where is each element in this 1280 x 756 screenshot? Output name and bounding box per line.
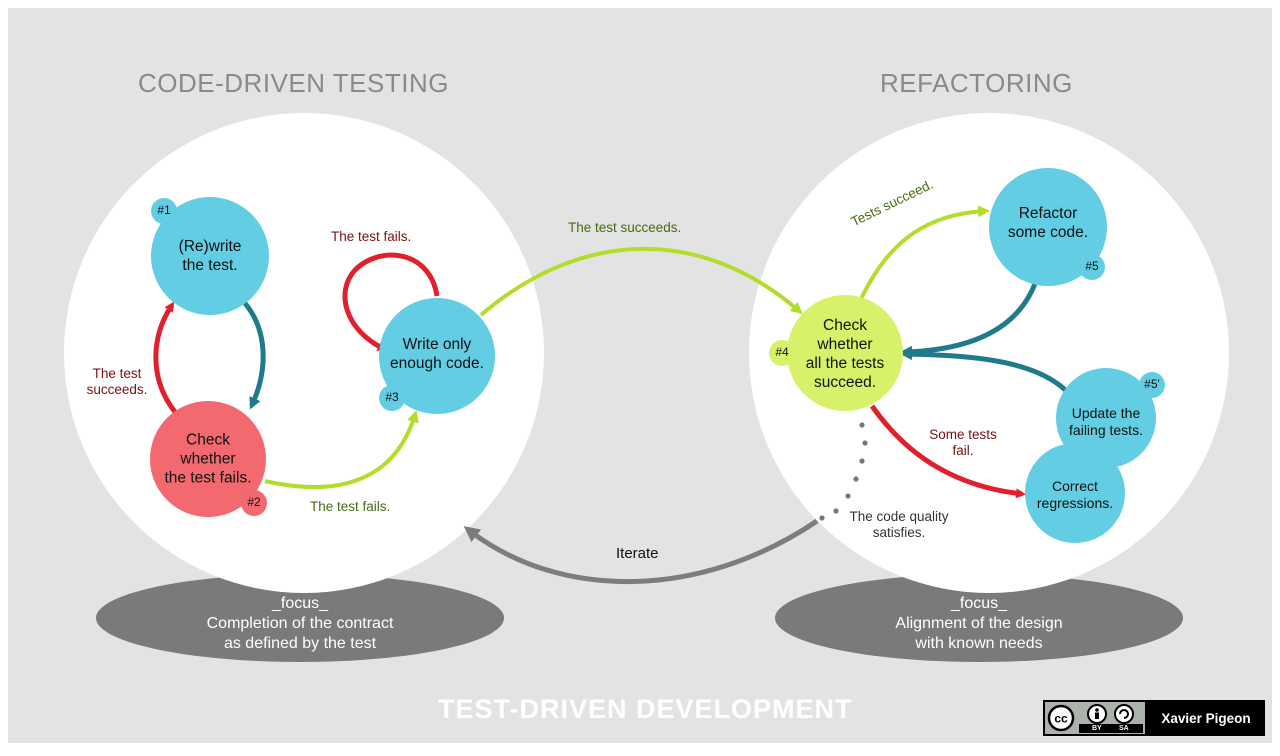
refactor-to-check-arrow — [900, 277, 1040, 358]
test-fails-bottom-label: The test fails. — [310, 499, 391, 514]
correct-node — [1025, 443, 1125, 543]
main-title: TEST-DRIVEN DEVELOPMENT — [438, 694, 853, 724]
refactor-node — [989, 168, 1107, 286]
test-fails-bottom-arrow — [264, 410, 419, 489]
test-fails-loop-label: The test fails. — [331, 229, 412, 244]
rewrite-badge — [151, 198, 177, 224]
update-to-check-arrow — [900, 348, 1072, 397]
update-tests-node — [1056, 368, 1156, 468]
check-fails-node — [150, 401, 266, 517]
cc-icon-glyphs: cc — [1047, 704, 1143, 733]
rewrite-badge-text: #1 — [157, 203, 171, 218]
code-driven-testing-title: CODE-DRIVEN TESTING — [138, 68, 449, 98]
license-badge: cc BY SA Xavier Pigeon — [1043, 700, 1265, 736]
rewrite-test-node — [151, 197, 269, 315]
update-tests-badge-text: #5' — [1144, 377, 1160, 392]
rewrite-to-check-arrow — [242, 300, 266, 410]
focus-ellipse-right — [775, 574, 1183, 662]
check-all-badge-text: #4 — [775, 345, 789, 360]
license-sa-text: SA — [1119, 725, 1129, 732]
some-tests-fail-arrow — [869, 404, 1026, 499]
check-all-badge — [769, 340, 795, 366]
svg-text:cc: cc — [1054, 712, 1068, 726]
test-succeeds-top-arrow — [479, 246, 803, 317]
tests-succeed-arrow — [859, 205, 990, 300]
check-fails-badge-text: #2 — [247, 495, 261, 510]
write-code-badge-text: #3 — [385, 390, 399, 405]
refactoring-title: REFACTORING — [880, 68, 1073, 98]
test-fails-loop-arrow — [342, 252, 440, 352]
license-by-text: BY — [1092, 725, 1102, 732]
check-fails-badge — [241, 490, 267, 516]
write-code-badge — [379, 385, 405, 411]
test-succeeds-left-arrow — [153, 301, 177, 414]
check-all-node — [787, 295, 903, 411]
author-name: Xavier Pigeon — [1161, 710, 1251, 726]
refactor-badge-text: #5 — [1085, 259, 1099, 274]
update-tests-badge — [1139, 372, 1165, 398]
code-quality-dots — [819, 422, 868, 521]
write-code-node — [379, 298, 495, 414]
cc-by-sa-icon: cc BY SA — [1043, 700, 1147, 736]
iterate-arrow — [463, 518, 819, 584]
refactor-badge — [1079, 254, 1105, 280]
focus-ellipse-left — [96, 574, 504, 662]
test-succeeds-top-label: The test succeeds. — [568, 220, 682, 235]
iterate-label: Iterate — [616, 545, 659, 562]
